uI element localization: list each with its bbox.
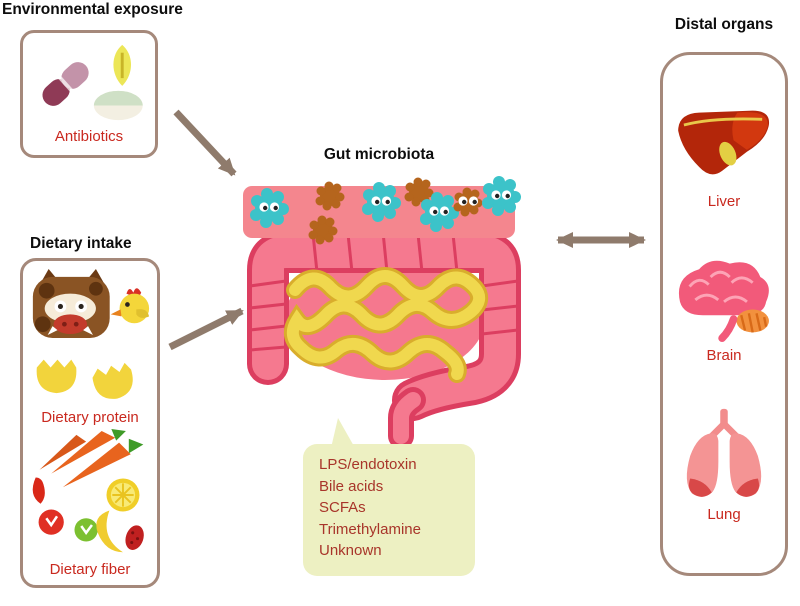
fiber-illustration: [32, 429, 144, 553]
brain-icon: [678, 260, 769, 342]
bubble-line: SCFAs: [319, 499, 366, 516]
protein-illustration: [32, 269, 150, 399]
apple-icon: [38, 509, 64, 535]
chick-icon: [110, 288, 150, 324]
brain-label: Brain: [706, 346, 742, 364]
lung-label: Lung: [707, 506, 741, 524]
green-fruit-icon: [74, 518, 98, 542]
antibiotics-label: Antibiotics: [54, 128, 124, 145]
oval-pill-icon: [93, 90, 143, 121]
liver-label: Liver: [707, 192, 741, 210]
liver-group: Liver: [674, 104, 774, 211]
bubble-line: Trimethylamine: [319, 520, 421, 538]
egg-icons: [36, 359, 133, 399]
banana-icon: [96, 510, 123, 553]
capsule-pill-icon: [42, 62, 89, 106]
metabolites-bubble: LPS/endotoxin Bile acids SCFAs Trimethyl…: [303, 444, 475, 576]
chili-icon: [32, 477, 45, 504]
lens-pill-icon: [113, 44, 131, 86]
haustra-marks: [249, 231, 519, 352]
pills-illustration: [42, 44, 143, 121]
dietary-panel: Dietary protein: [20, 258, 160, 588]
brain-group: Brain: [672, 254, 776, 365]
bubble-line: Bile acids: [319, 477, 384, 495]
bubble-line: Unknown: [319, 542, 382, 559]
bubble-line: LPS/endotoxin: [319, 456, 417, 473]
bubble-tail: [331, 418, 355, 448]
dietary-protein-label: Dietary protein: [41, 409, 139, 426]
pig-icon: [32, 269, 110, 338]
lung-icon: [686, 409, 762, 498]
dietary-fiber-label: Dietary fiber: [49, 561, 131, 578]
antibiotics-panel: Antibiotics: [20, 30, 158, 158]
distal-organs-title: Distal organs: [674, 16, 774, 33]
dietary-intake-title: Dietary intake: [30, 235, 132, 252]
berry-icon: [125, 525, 144, 550]
lung-group: Lung: [673, 407, 775, 524]
environmental-exposure-title: Environmental exposure: [2, 1, 183, 18]
gut-illustration: [243, 176, 521, 449]
liver-icon: [678, 110, 770, 175]
arrow-antibiotics-to-gut: [173, 109, 237, 177]
intestine-illustration: [247, 231, 521, 449]
carrot-icons: [39, 429, 144, 488]
gut-microbiota-title: Gut microbiota: [323, 146, 435, 163]
distal-organs-panel: Liver Brain: [660, 52, 788, 576]
arrow-diet-to-gut: [168, 307, 244, 351]
lemon-icon: [106, 478, 140, 512]
